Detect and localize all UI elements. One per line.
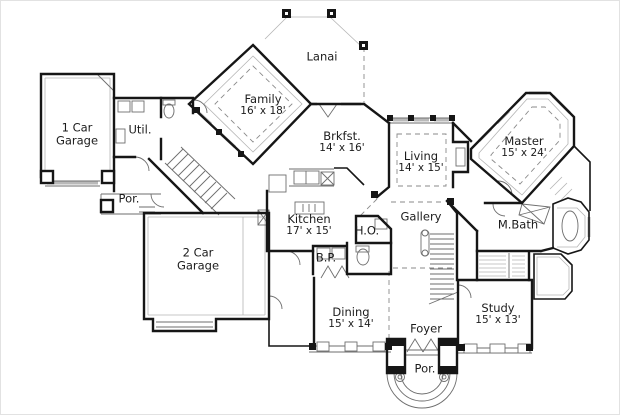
- room-dims: 16' x 18': [240, 104, 286, 117]
- room-name: B.P.: [315, 250, 337, 265]
- room-dims: 17' x 15': [286, 224, 332, 237]
- room-dims: 15' x 24': [501, 146, 547, 159]
- room-label-2-car-garage: 2 Car Garage: [177, 246, 219, 271]
- room-label-lanai: Lanai: [307, 51, 338, 64]
- room-name: 2 Car Garage: [176, 245, 220, 272]
- room-name: Gallery: [400, 209, 442, 224]
- room-name: 1 Car Garage: [55, 120, 99, 147]
- room-label-gallery: Gallery: [401, 211, 442, 224]
- room-label-porch-left: Por.: [119, 193, 140, 206]
- room-name: Por.: [414, 361, 436, 376]
- room-label-1-car-garage: 1 Car Garage: [56, 121, 98, 146]
- room-label-brkfst: Brkfst.14' x 16': [319, 130, 364, 154]
- room-label-util: Util.: [129, 124, 152, 137]
- fixtures-layer: [45, 73, 579, 409]
- room-dims: 14' x 16': [319, 141, 365, 154]
- room-name: Family: [244, 91, 282, 106]
- posts-layer: [194, 9, 533, 373]
- room-label-ho: H.O.: [355, 225, 379, 238]
- room-label-bp: B.P.: [316, 252, 336, 265]
- room-name: Foyer: [410, 321, 442, 336]
- room-name: Dining: [332, 304, 370, 319]
- room-name: Kitchen: [287, 211, 331, 226]
- room-name: Lanai: [306, 49, 338, 64]
- room-name: Por.: [118, 191, 140, 206]
- room-name: Study: [481, 300, 515, 315]
- room-name: Master: [504, 133, 544, 148]
- room-label-foyer: Foyer: [410, 323, 442, 336]
- room-dims: 14' x 15': [398, 161, 444, 174]
- light-lines-layer: [44, 16, 586, 316]
- room-name: Util.: [128, 122, 152, 137]
- room-label-mbath: M.Bath: [498, 219, 538, 232]
- room-name: M.Bath: [497, 217, 539, 232]
- medium-walls-layer: [268, 145, 591, 347]
- room-dims: 15' x 13': [475, 313, 521, 326]
- room-name: H.O.: [354, 223, 380, 238]
- room-name: Living: [403, 148, 439, 163]
- room-name: Brkfst.: [323, 128, 361, 143]
- room-dims: 15' x 14': [328, 317, 374, 330]
- room-label-porch-bottom: Por.: [415, 363, 436, 376]
